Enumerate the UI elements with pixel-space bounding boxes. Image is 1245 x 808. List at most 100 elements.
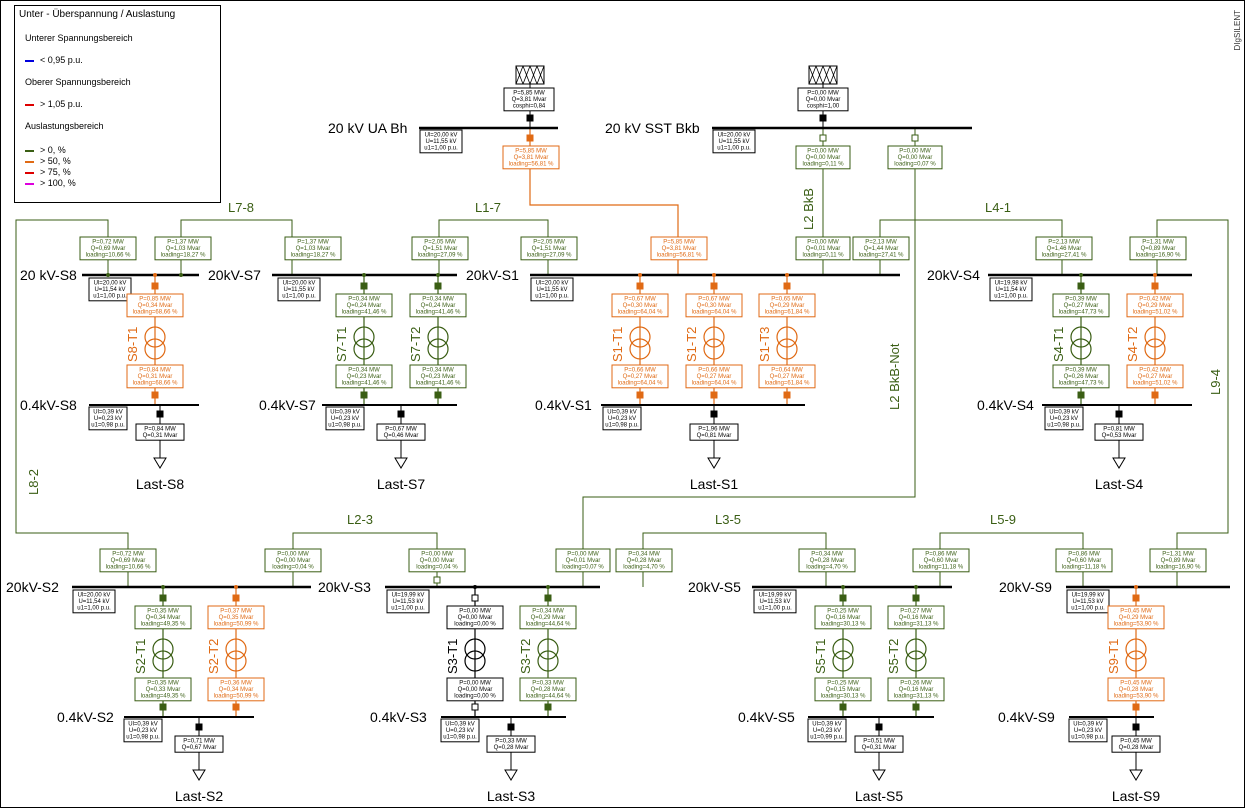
- result-bus-s1-lv-line: U=0,23 kV: [608, 416, 636, 422]
- external-grid-ua[interactable]: [515, 65, 545, 85]
- result-s5-t2-hv-frame: [887, 605, 945, 630]
- breaker-s2-t2-hv[interactable]: [232, 594, 240, 602]
- result-bus-s4-frame: [989, 277, 1033, 302]
- breaker-load-s4[interactable]: [1115, 410, 1123, 418]
- breaker-s1-t2-lv[interactable]: [710, 391, 718, 399]
- line-l2-bkb-not[interactable]: [582, 128, 916, 587]
- transformer-s7-t1[interactable]: [353, 326, 375, 360]
- load-label-s4: Last-S4: [1095, 476, 1143, 492]
- breaker-ua-grid[interactable]: [526, 114, 534, 122]
- breaker-s8-t1-lv[interactable]: [151, 391, 159, 399]
- breaker-load-s7[interactable]: [397, 410, 405, 418]
- breaker-sst-grid[interactable]: [819, 114, 827, 122]
- result-s5-t1-hv-frame: [814, 605, 872, 630]
- transformer-s5-t2[interactable]: [905, 638, 927, 672]
- node-s3-t1-hv: [473, 585, 477, 589]
- transformer-s9-t1[interactable]: [1125, 638, 1147, 672]
- breaker-load-s3[interactable]: [507, 723, 515, 731]
- result-bus-s9-lv-line: u1=0,98 p.u.: [1071, 735, 1105, 741]
- result-bus-s1-lv-line: Ul=0,39 kV: [607, 410, 637, 416]
- transformer-s7-t2[interactable]: [427, 326, 449, 360]
- transformer-s5-t1[interactable]: [832, 638, 854, 672]
- breaker-s2-t1-hv[interactable]: [159, 594, 167, 602]
- line-l8-2[interactable]: [15, 219, 129, 587]
- load-s5[interactable]: [872, 769, 886, 781]
- line-l9-4[interactable]: [1156, 219, 1229, 587]
- transformer-s1-t2[interactable]: [703, 326, 725, 360]
- result-bus-s8-line: Ul=20,00 kV: [94, 281, 127, 287]
- transformer-s3-t1[interactable]: [464, 638, 486, 672]
- breaker-s1-t3-lv[interactable]: [783, 391, 791, 399]
- result-l94-a-line: P=1,31 MW: [1142, 240, 1174, 246]
- transformer-s5-t1-winding-lv: [832, 650, 854, 672]
- breaker-sst-bkb[interactable]: [819, 134, 827, 142]
- breaker-sst-bkbnot[interactable]: [911, 134, 919, 142]
- breaker-s1-t2-hv[interactable]: [710, 282, 718, 290]
- load-s4[interactable]: [1112, 457, 1126, 469]
- breaker-s3-t1-hv[interactable]: [471, 594, 479, 602]
- breaker-s3-t2-lv[interactable]: [544, 703, 552, 711]
- breaker-s3-t1-lv[interactable]: [471, 703, 479, 711]
- breaker-s5-t1-lv[interactable]: [839, 703, 847, 711]
- breaker-s9-t1-lv[interactable]: [1132, 703, 1140, 711]
- result-l23-b-line: P=0,00 MW: [421, 552, 453, 558]
- result-s7-t2-hv-line: loading=41,46 %: [416, 310, 462, 316]
- breaker-s2-t1-lv[interactable]: [159, 703, 167, 711]
- breaker-s8-t1-hv[interactable]: [151, 282, 159, 290]
- transformer-s8-t1[interactable]: [144, 326, 166, 360]
- transformer-s9-t1-winding-hv: [1125, 638, 1147, 660]
- load-s8[interactable]: [153, 457, 167, 469]
- result-l35-b-line: Q=0,28 Mvar: [810, 558, 845, 564]
- result-l82-a-frame: [99, 548, 157, 573]
- breaker-s1-t1-hv[interactable]: [636, 282, 644, 290]
- breaker-s7-t2-lv[interactable]: [434, 391, 442, 399]
- breaker-s7-t1-hv[interactable]: [360, 282, 368, 290]
- transformer-s4-t2[interactable]: [1144, 326, 1166, 360]
- breaker-s7-t2-hv[interactable]: [434, 282, 442, 290]
- breaker-load-s8[interactable]: [156, 410, 164, 418]
- breaker-s5-t2-hv[interactable]: [912, 594, 920, 602]
- breaker-s9-t1-hv[interactable]: [1132, 594, 1140, 602]
- breaker-s3-t2-hv[interactable]: [544, 594, 552, 602]
- transformer-s1-t3[interactable]: [776, 326, 798, 360]
- transformer-s2-t2[interactable]: [225, 638, 247, 672]
- load-s3[interactable]: [504, 769, 518, 781]
- trafo-label-s3-t1: S3-T1: [445, 639, 460, 674]
- bus-label-ua: 20 kV UA Bh: [328, 120, 407, 136]
- breaker-s3-l23[interactable]: [433, 576, 441, 584]
- breaker-s5-t2-lv[interactable]: [912, 703, 920, 711]
- load-s2[interactable]: [192, 769, 206, 781]
- breaker-s5-t1-hv[interactable]: [839, 594, 847, 602]
- result-l78-a-line: loading=10,66 %: [86, 253, 132, 259]
- transformer-s2-t1[interactable]: [152, 638, 174, 672]
- breaker-s4-t2-lv[interactable]: [1151, 391, 1159, 399]
- result-load-s3-line: Q=0,28 Mvar: [494, 745, 529, 751]
- breaker-s1-t3-hv[interactable]: [783, 282, 791, 290]
- breaker-load-s5[interactable]: [875, 723, 883, 731]
- breaker-ua-s1[interactable]: [526, 134, 534, 142]
- transformer-s4-t1[interactable]: [1070, 326, 1092, 360]
- load-s7[interactable]: [394, 457, 408, 469]
- transformer-s1-t1[interactable]: [629, 326, 651, 360]
- node-s2-t2-hv: [234, 585, 238, 589]
- breaker-s4-t2-hv[interactable]: [1151, 282, 1159, 290]
- breaker-s4-t1-hv[interactable]: [1077, 282, 1085, 290]
- external-grid-sst[interactable]: [808, 65, 838, 85]
- breaker-s7-t1-lv[interactable]: [360, 391, 368, 399]
- transformer-s3-t2[interactable]: [537, 638, 559, 672]
- breaker-load-s2[interactable]: [195, 723, 203, 731]
- breaker-load-s9[interactable]: [1132, 723, 1140, 731]
- breaker-load-s1[interactable]: [710, 410, 718, 418]
- load-s9[interactable]: [1129, 769, 1143, 781]
- breaker-s4-t1-lv[interactable]: [1077, 391, 1085, 399]
- result-s1-t1-lv-frame: [611, 364, 669, 389]
- breaker-s2-t2-lv[interactable]: [232, 703, 240, 711]
- breaker-s1-t1-lv[interactable]: [636, 391, 644, 399]
- result-bus-s1-frame: [530, 277, 574, 302]
- result-bus-s2-lv-line: Ul=0,39 kV: [128, 722, 158, 728]
- load-s1[interactable]: [707, 457, 721, 469]
